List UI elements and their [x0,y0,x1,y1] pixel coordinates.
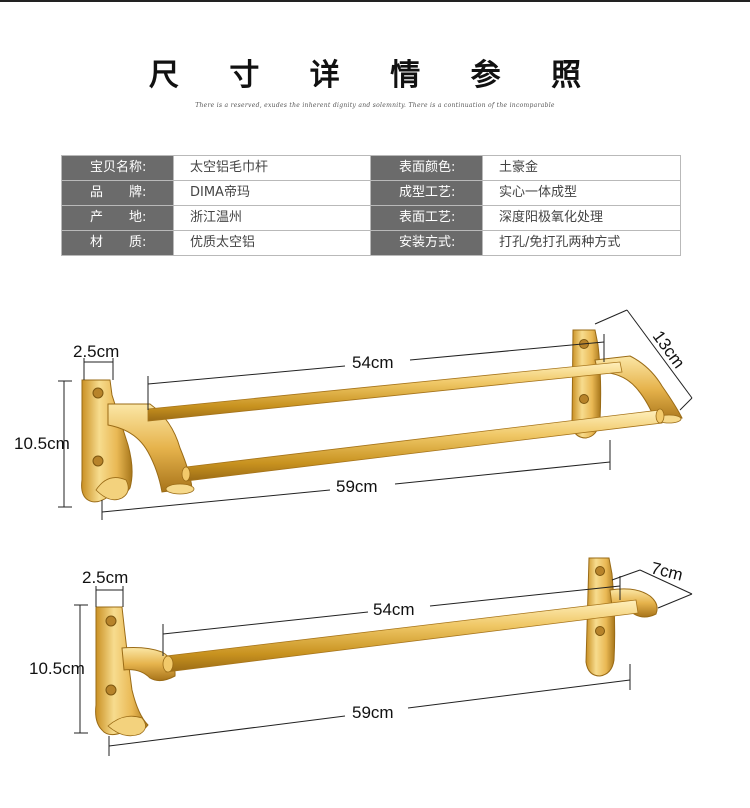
spec-value: 深度阳极氧化处理 [482,205,681,231]
spec-value: 实心一体成型 [482,180,681,206]
spec-row: 材 质:优质太空铝安装方式:打孔/免打孔两种方式 [61,230,681,256]
left-bracket [81,379,195,503]
spec-row: 品 牌:DIMA帝玛成型工艺:实心一体成型 [61,180,681,206]
spec-row: 产 地:浙江温州表面工艺:深度阳极氧化处理 [61,205,681,231]
spec-value: DIMA帝玛 [173,180,371,206]
double-depth-label: 13cm [649,327,689,372]
single-depth-label: 7cm [649,558,685,584]
top-rule [0,0,750,2]
double-height-label: 10.5cm [14,434,70,453]
double-inner-length-label: 54cm [352,353,394,372]
double-dimension-lines [58,309,693,520]
spec-value: 土豪金 [482,155,681,181]
single-left-bracket [95,606,176,737]
single-rack: 2.5cm 10.5cm 54cm 59cm 7cm [29,557,693,756]
spec-label: 表面工艺: [370,205,483,231]
spec-label: 表面颜色: [370,155,483,181]
single-outer-length-label: 59cm [352,703,394,722]
lower-bar [185,409,663,482]
single-height-label: 10.5cm [29,659,85,678]
single-bracket-width-label: 2.5cm [82,568,128,587]
spec-table: 宝贝名称:太空铝毛巾杆表面颜色:土豪金品 牌:DIMA帝玛成型工艺:实心一体成型… [61,155,681,256]
page-title: 尺 寸 详 情 参 照 [148,58,602,93]
spec-label: 成型工艺: [370,180,483,206]
double-bracket-width-label: 2.5cm [73,342,119,361]
spec-value: 打孔/免打孔两种方式 [482,230,681,256]
single-inner-length-label: 54cm [373,600,415,619]
upper-bar [147,361,623,422]
spec-label: 宝贝名称: [61,155,174,181]
spec-value: 浙江温州 [173,205,371,231]
spec-value: 优质太空铝 [173,230,371,256]
double-outer-length-label: 59cm [336,477,378,496]
page-subtitle: There is a reserved, exudes the inherent… [195,102,555,109]
spec-label: 材 质: [61,230,174,256]
spec-row: 宝贝名称:太空铝毛巾杆表面颜色:土豪金 [61,155,681,181]
spec-label: 品 牌: [61,180,174,206]
double-rack: 2.5cm 10.5cm 54cm 59cm 13cm [14,309,693,520]
spec-label: 产 地: [61,205,174,231]
single-dimension-lines [74,569,693,756]
spec-label: 安装方式: [370,230,483,256]
